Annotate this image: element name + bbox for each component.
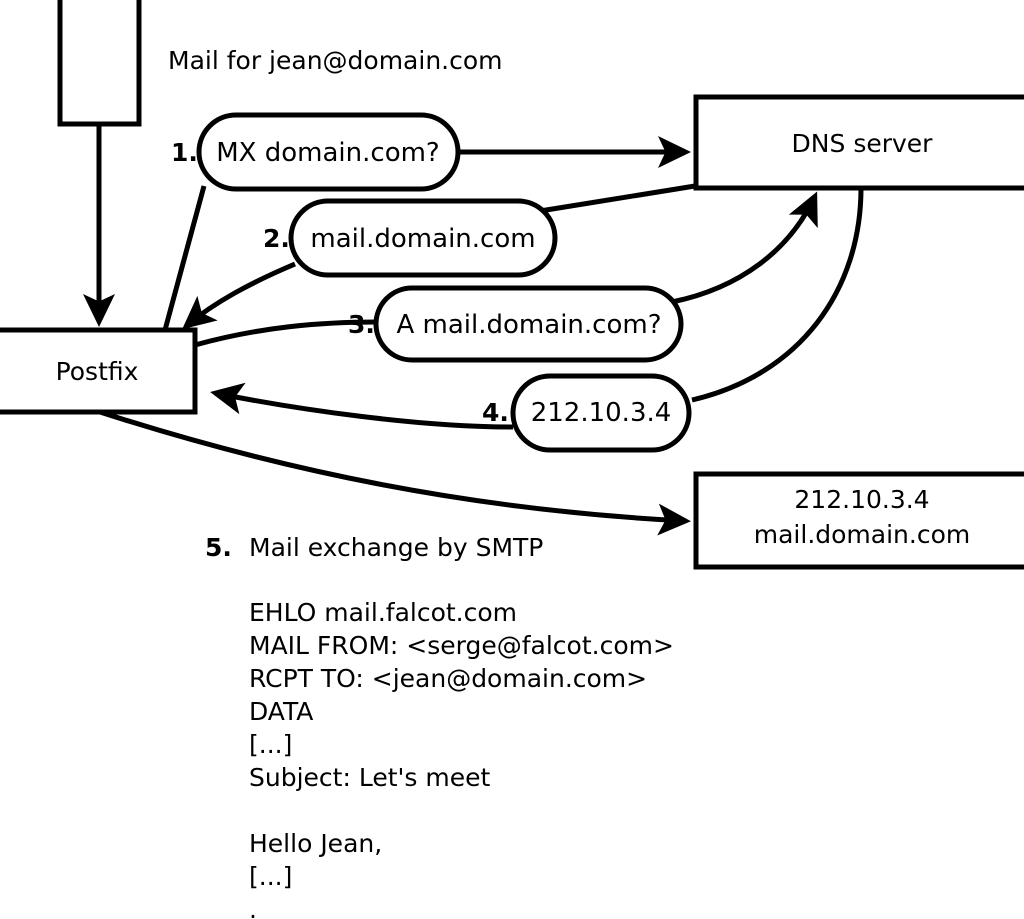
- smtp-transcript: EHLO mail.falcot.com MAIL FROM: <serge@f…: [249, 598, 674, 919]
- edge-postfix-to-step3: [194, 319, 379, 348]
- step-3-label: A mail.domain.com?: [397, 310, 662, 340]
- smtp-line-8: [...]: [249, 862, 292, 891]
- edge-postfix-to-step1: [162, 185, 207, 331]
- smtp-line-7: Hello Jean,: [249, 829, 382, 858]
- smtp-line-0: EHLO mail.falcot.com: [249, 598, 517, 627]
- step-3-number: 3.: [348, 310, 375, 339]
- step-4-label: 212.10.3.4: [531, 398, 672, 428]
- edge-dns-to-step2: [539, 183, 696, 214]
- destination-box: [693, 471, 1024, 570]
- step-2-label: mail.domain.com: [310, 224, 535, 254]
- smtp-line-2: RCPT TO: <jean@domain.com>: [249, 664, 647, 693]
- destination-box-host: mail.domain.com: [754, 520, 970, 549]
- smtp-line-4: [...]: [249, 730, 292, 759]
- dns-server-box-label: DNS server: [792, 129, 934, 158]
- smtp-line-5: Subject: Let's meet: [249, 763, 490, 792]
- dns-server-box: [693, 94, 1024, 191]
- edge-step3-to-dns: [671, 191, 818, 305]
- edge-step2-to-postfix: [182, 261, 296, 330]
- step-2-number: 2.: [263, 224, 290, 253]
- postfix-box: [0, 327, 198, 415]
- sender-box: [57, 0, 142, 127]
- smtp-line-1: MAIL FROM: <serge@falcot.com>: [249, 631, 674, 660]
- step-3-bubble: [373, 285, 684, 363]
- step-1-number: 1.: [171, 138, 198, 167]
- mail-for-caption: Mail for jean@domain.com: [168, 46, 503, 75]
- step-1-label: MX domain.com?: [216, 138, 439, 168]
- edge-postfix-to-destination: [99, 409, 691, 536]
- step-5-label: Mail exchange by SMTP: [249, 533, 543, 562]
- step-5-number: 5.: [205, 533, 232, 562]
- postfix-box-label: Postfix: [56, 357, 139, 386]
- step-1-bubble: [196, 112, 461, 192]
- edge-step4-to-postfix: [210, 382, 514, 430]
- step-4-number: 4.: [482, 398, 509, 427]
- destination-box-ip: 212.10.3.4: [794, 485, 929, 514]
- step-4-bubble: [510, 373, 692, 453]
- edge-dns-to-step4: [691, 187, 864, 403]
- smtp-line-3: DATA: [249, 697, 313, 726]
- step-2-bubble: [288, 198, 558, 278]
- smtp-line-9: .: [249, 895, 257, 919]
